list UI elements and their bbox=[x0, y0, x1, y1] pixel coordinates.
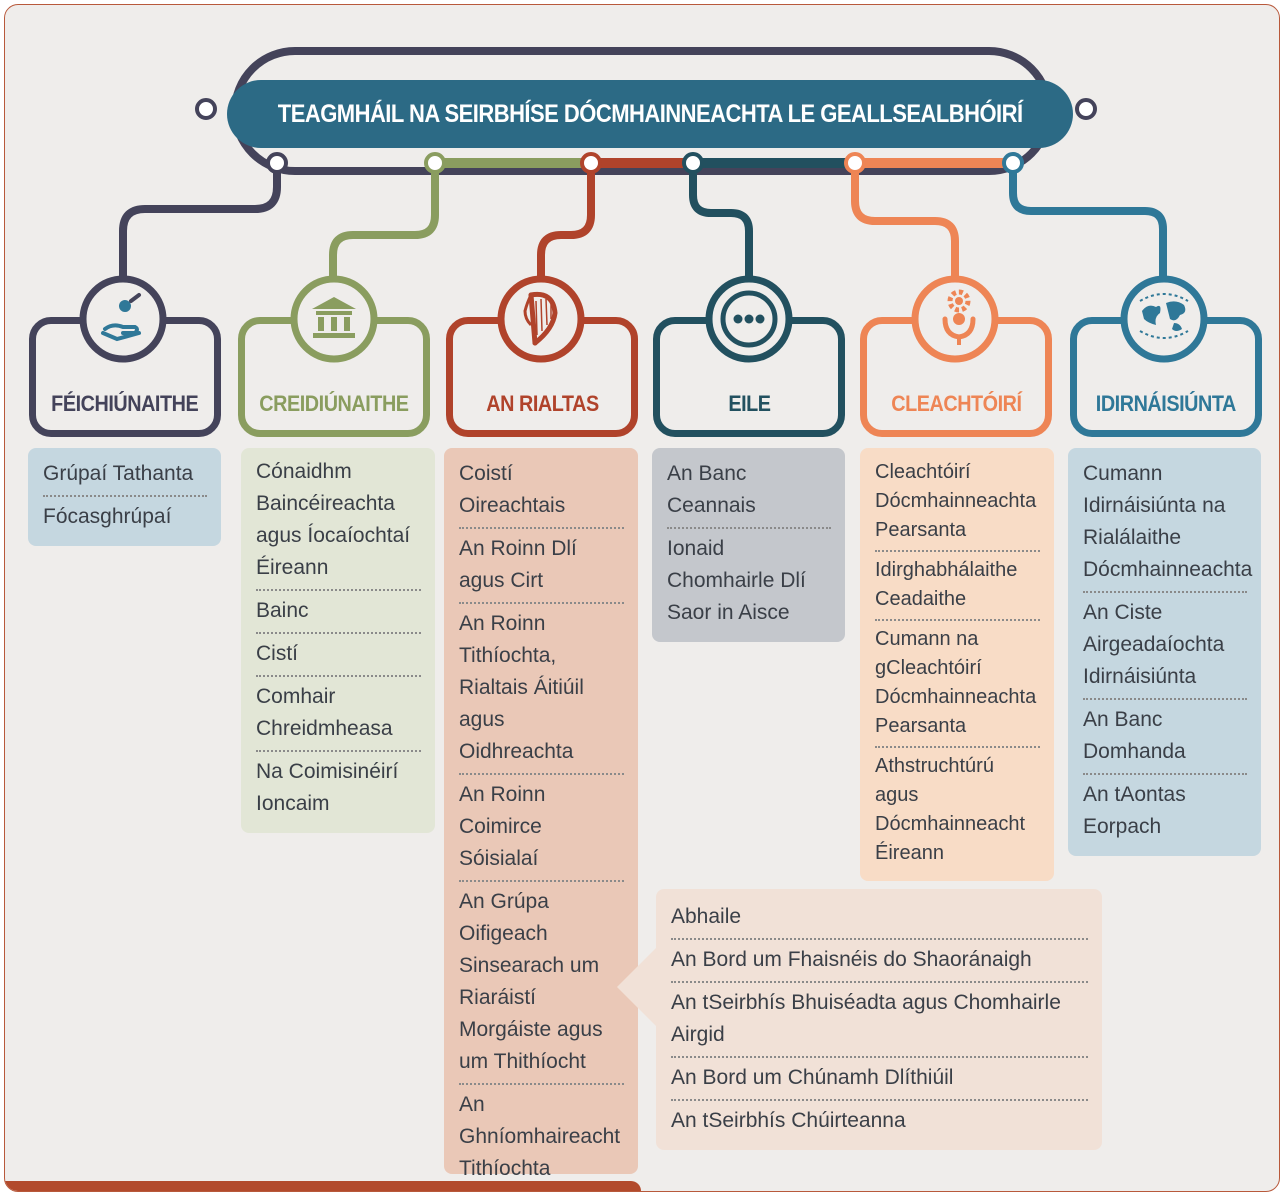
items-eile: An Banc Ceannais Ionaid Chomhairle Dlí S… bbox=[652, 448, 845, 642]
list-item: Idirghabhálaithe Ceadaithe bbox=[875, 552, 1040, 621]
list-item: Coistí Oireachtais bbox=[459, 458, 624, 529]
list-item: An Ciste Airgeadaíochta Idirnáisiúnta bbox=[1083, 593, 1247, 700]
list-item: An tAontas Eorpach bbox=[1083, 783, 1186, 838]
connector-lines bbox=[119, 47, 1167, 289]
items-creidiunaithe: Cónaidhm Baincéireachta agus Íocaíochtaí… bbox=[241, 448, 435, 833]
category-label: CREIDIÚNAITHE bbox=[259, 391, 409, 416]
list-item: Ionaid Chomhairle Dlí Saor in Aisce bbox=[667, 537, 806, 624]
category-label: FÉICHIÚNAITHE bbox=[51, 391, 199, 416]
items-feichiunaithe: Grúpaí Tathanta Fócasghrúpaí bbox=[28, 448, 221, 546]
list-item: An Grúpa Oifigeach Sinsearach um Riaráis… bbox=[459, 882, 624, 1085]
items-idirnaisiunta: Cumann Idirnáisiúnta na Rialálaithe Dócm… bbox=[1068, 448, 1261, 856]
list-item: Cumann Idirnáisiúnta na Rialálaithe Dócm… bbox=[1083, 458, 1252, 593]
list-item: An Bord um Chúnamh Dlíthiúil bbox=[671, 1058, 1088, 1101]
list-item: An Roinn Tithíochta, Rialtais Áitiúil ag… bbox=[459, 604, 624, 775]
title-left-node bbox=[195, 98, 217, 120]
globe-network-icon bbox=[1118, 273, 1210, 365]
list-item: Na Coimisinéirí Ioncaim bbox=[256, 760, 399, 815]
list-item: An Banc Ceannais bbox=[667, 458, 831, 529]
list-item: Grúpaí Tathanta bbox=[43, 458, 207, 497]
list-item: Cistí bbox=[256, 634, 421, 677]
infographic-frame: TEAGMHÁIL NA SEIRBHÍSE DÓCMHAINNEACHTA L… bbox=[4, 4, 1280, 1192]
list-item: An Roinn Dlí agus Cirt bbox=[459, 529, 624, 604]
list-item: Comhair Chreidmheasa bbox=[256, 677, 421, 752]
list-item: An Ghníomhaireacht Tithíochta bbox=[459, 1093, 621, 1180]
connector-feichiunaithe bbox=[119, 159, 281, 287]
items-rialtas-extra: Abhaile An Bord um Fhaisnéis do Shaorána… bbox=[656, 889, 1102, 1150]
title-track bbox=[231, 47, 1053, 175]
category-label: IDIRNÁISIÚNTA bbox=[1095, 391, 1237, 416]
list-item: Cleachtóirí Dócmhainneachta Pearsanta bbox=[875, 458, 1040, 552]
connector-eile bbox=[689, 159, 753, 289]
list-item: An tSeirbhís Chúirteanna bbox=[671, 1109, 906, 1132]
harp-icon bbox=[495, 273, 587, 365]
list-item: An Roinn Coimirce Sóisialaí bbox=[459, 775, 624, 882]
list-item: An Bord um Fhaisnéis do Shaoránaigh bbox=[671, 940, 1088, 983]
connector-idirnaisiunta bbox=[1009, 159, 1167, 287]
category-label: AN RIALTAS bbox=[485, 391, 599, 416]
connector-cleachtoiri bbox=[851, 159, 959, 287]
items-cleachtoiri: Cleachtóirí Dócmhainneachta Pearsanta Id… bbox=[860, 448, 1054, 881]
person-gear-icon bbox=[909, 273, 1001, 365]
page-title: TEAGMHÁIL NA SEIRBHÍSE DÓCMHAINNEACHTA L… bbox=[277, 99, 1023, 128]
hand-coin-icon bbox=[77, 273, 169, 365]
category-label: EILE bbox=[727, 391, 771, 416]
footer-bar bbox=[5, 1181, 641, 1191]
connector-creidiunaithe bbox=[329, 159, 439, 289]
title-right-node bbox=[1075, 98, 1097, 120]
bank-building-icon bbox=[288, 273, 380, 365]
list-item: Cónaidhm Baincéireachta agus Íocaíochtaí… bbox=[256, 456, 421, 591]
list-item: Abhaile bbox=[671, 901, 1088, 940]
connector-rialtas bbox=[537, 159, 595, 289]
title-banner: TEAGMHÁIL NA SEIRBHÍSE DÓCMHAINNEACHTA L… bbox=[227, 80, 1073, 148]
list-item: An Banc Domhanda bbox=[1083, 700, 1247, 775]
category-label: CLEACHTÓIRÍ bbox=[890, 391, 1022, 416]
callout-pointer bbox=[617, 945, 659, 1029]
list-item: Athstruchtúrú agus Dócmhainneacht Éirean… bbox=[875, 755, 1026, 864]
list-item: An tSeirbhís Bhuiséadta agus Chomhairle … bbox=[671, 983, 1088, 1058]
items-rialtas: Coistí Oireachtais An Roinn Dlí agus Cir… bbox=[444, 448, 638, 1180]
list-item: Bainc bbox=[256, 591, 421, 634]
chat-dots-icon bbox=[703, 273, 795, 365]
list-item: Cumann na gCleachtóirí Dócmhainneachta P… bbox=[875, 621, 1040, 748]
list-item: Fócasghrúpaí bbox=[43, 505, 172, 528]
